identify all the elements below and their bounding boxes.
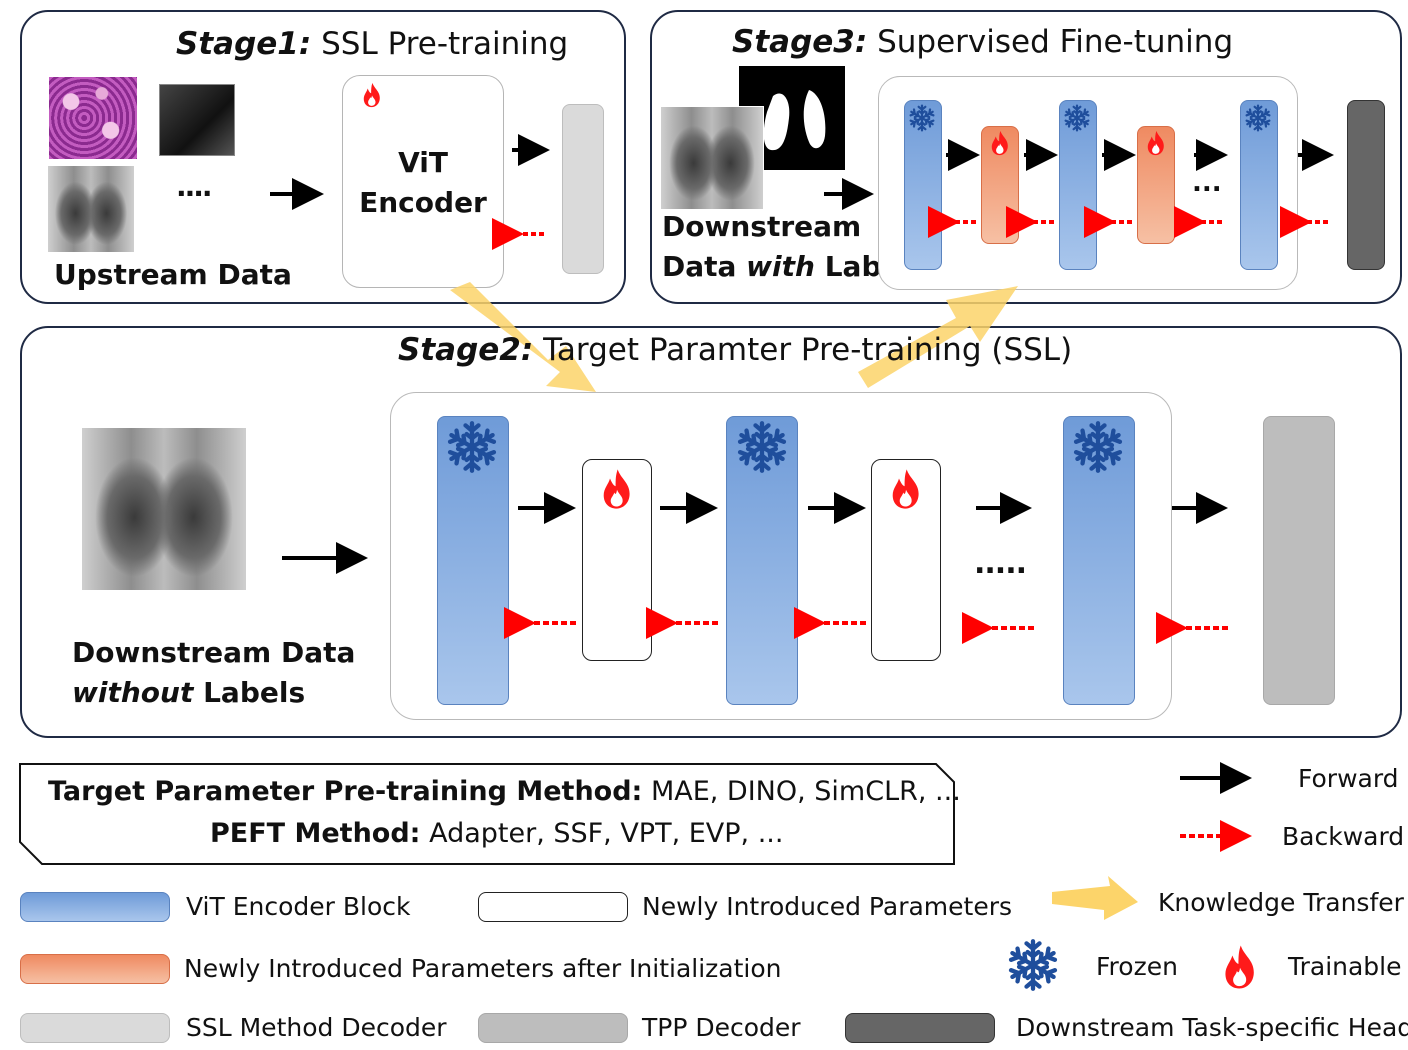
upstream-xray-image [48,166,134,252]
stage3-data-label-line1: Downstream [662,210,862,243]
stage1-vit-encoder [342,75,504,288]
legend-new-params-swatch [478,892,628,922]
legend-orange-label: Newly Introduced Parameters after Initia… [184,954,782,983]
legend-head-swatch [845,1013,995,1043]
stage3-xray-image [660,106,764,210]
legend-ssl-swatch [20,1013,170,1043]
legend-forward-label: Forward [1298,764,1399,793]
legend-tpp-label: TPP Decoder [642,1013,801,1042]
stage3-data-label-line2: Data with Labels [662,250,927,283]
legend-trainable-label: Trainable [1288,952,1402,981]
peft-method-label: PEFT Method: [210,818,421,849]
flame-icon [1220,944,1260,990]
stage3-data-label-part: Data [662,250,747,283]
stage1-title: Stage1: SSL Pre-training [176,26,568,62]
legend-vit-swatch [20,892,170,922]
legend-knowledge-arrow [1052,876,1138,920]
stage1-arrows [270,134,550,250]
legend-backward-label: Backward [1282,822,1405,851]
stage2-data-label-emph: without [72,676,194,709]
legend-vit-label: ViT Encoder Block [186,892,411,921]
stage3-title-stage: Stage3: [732,24,868,60]
histology-image [49,77,137,159]
stage1-ellipsis: .... [176,170,213,203]
stage2-data-label-line2: without Labels [72,676,305,709]
methods-line-tpp: Target Parameter Pre-training Method: MA… [48,776,961,807]
methods-box [19,763,955,865]
legend-knowledge-label: Knowledge Transfer [1158,888,1404,917]
stage1-encoder-label-line2: Encoder [359,186,487,219]
stage1-title-stage: Stage1: [176,26,312,62]
tpp-method-label: Target Parameter Pre-training Method: [48,776,643,807]
stage2-title-stage: Stage2: [398,332,534,368]
legend-frozen-label: Frozen [1096,952,1178,981]
stage3-task-head [1347,100,1385,270]
methods-line-peft: PEFT Method: Adapter, SSF, VPT, EVP, ... [210,818,783,849]
stage1-ssl-decoder [562,104,604,274]
stage2-tpp-decoder [1263,416,1335,705]
legend-orange-swatch [20,954,170,984]
stage1-encoder-label-line1: ViT [398,146,448,179]
legend-new-params-label: Newly Introduced Parameters [642,892,1013,921]
snowflake-icon [1006,938,1060,992]
stage3-ellipsis: ... [1192,168,1222,198]
legend-head-label: Downstream Task-specific Head [1016,1013,1408,1042]
stage3-title: Stage3: Supervised Fine-tuning [732,24,1233,60]
stage3-data-label-emph: with [746,250,815,283]
knowledge-transfer-arrows [450,282,1018,392]
peft-method-values: Adapter, SSF, VPT, EVP, ... [429,818,784,849]
knowledge-transfer-arrow [858,286,1018,388]
stage2-arrows [282,492,1228,644]
stage3-title-text: Supervised Fine-tuning [877,24,1234,60]
stage2-xray-image [82,428,246,590]
stage1-title-text: SSL Pre-training [321,26,569,62]
legend-tpp-swatch [478,1013,628,1043]
stage3-arrows [824,139,1334,238]
stage2-ellipsis: ..... [974,546,1027,581]
upstream-data-label: Upstream Data [54,258,292,291]
legend-ssl-label: SSL Method Decoder [186,1013,447,1042]
tpp-method-values: MAE, DINO, SimCLR, ... [650,776,961,807]
stage2-title: Stage2: Target Paramter Pre-training (SS… [398,332,1072,368]
stage2-data-label-line1: Downstream Data [72,636,356,669]
ct-volume-image [159,84,235,156]
stage2-data-label-part: Labels [193,676,306,709]
knowledge-transfer-arrow [450,282,596,392]
stage2-title-text: Target Paramter Pre-training (SSL) [543,332,1073,368]
